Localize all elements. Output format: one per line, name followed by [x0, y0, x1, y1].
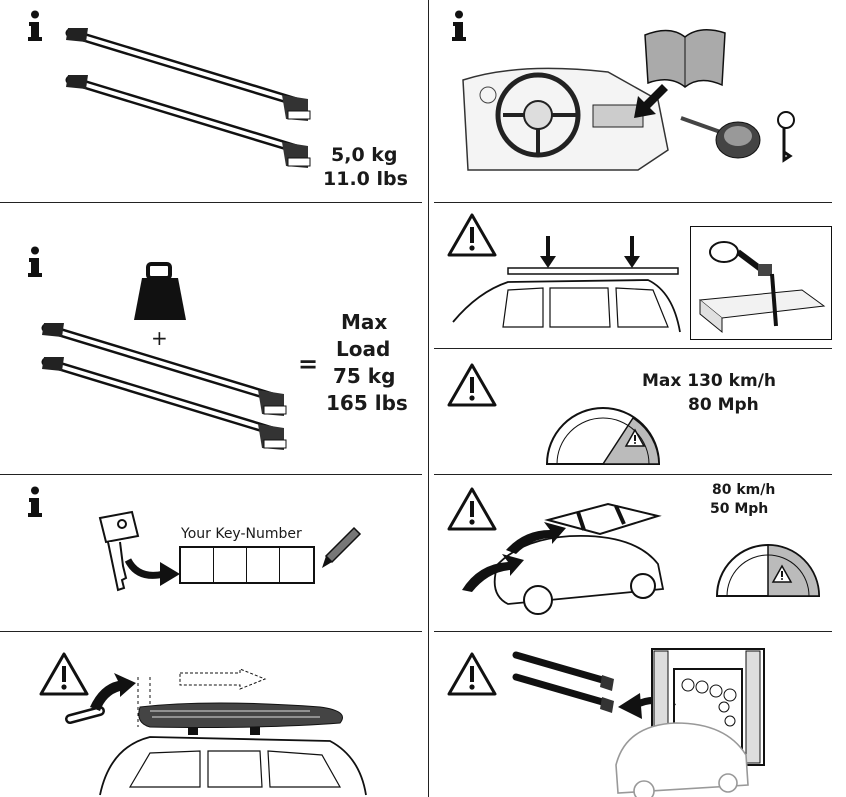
speed-load-kmh: 80 km/h	[712, 482, 776, 498]
speedometer-icon	[715, 544, 821, 597]
left-divider-3	[0, 631, 422, 632]
max-load-panel: + = Max Load 75 kg 165 lbs	[0, 202, 428, 474]
warning-icon	[447, 487, 497, 531]
max-load-kg: 75 kg	[333, 364, 396, 388]
bars-weight-panel: 5,0 kg 11.0 lbs	[0, 0, 428, 202]
key-number-field[interactable]	[179, 546, 315, 584]
pen-icon	[322, 526, 362, 568]
max-load-line2: Load	[336, 337, 391, 361]
weight-icon	[134, 262, 186, 320]
roof-bar-lower	[65, 75, 311, 168]
speed-max-kmh: Max 130 km/h	[642, 371, 777, 391]
plus-sign: +	[151, 326, 168, 350]
roof-bar-upper	[41, 323, 287, 416]
equals-sign: =	[298, 350, 319, 378]
strap-panel	[428, 202, 846, 348]
left-divider-1	[0, 202, 422, 203]
car-wash-illustration	[615, 648, 765, 797]
key-number-cell[interactable]	[181, 548, 214, 582]
removed-bars-icon	[512, 651, 614, 713]
left-divider-2	[0, 474, 422, 475]
roof-box-illustration	[65, 668, 367, 796]
speed-load-mph: 50 Mph	[710, 501, 769, 517]
car-roof-illustration	[452, 236, 681, 333]
roof-bar-lower	[41, 357, 287, 450]
car-load-illustration	[462, 502, 665, 615]
speed-max-panel: Max 130 km/h 80 Mph	[428, 348, 846, 474]
car-wash-panel	[428, 631, 846, 797]
bars-weight-lbs: 11.0 lbs	[323, 168, 408, 190]
key-number-panel: Your Key-Number	[0, 474, 428, 631]
key-number-cell[interactable]	[214, 548, 247, 582]
right-divider-2	[434, 348, 832, 349]
strap-illustration	[698, 241, 826, 334]
warning-icon	[447, 213, 497, 257]
strap-detail-frame	[690, 226, 832, 340]
info-icon	[28, 486, 42, 517]
dashboard-illustration	[462, 67, 669, 171]
speed-max-mph: 80 Mph	[688, 395, 759, 415]
bars-weight-kg: 5,0 kg	[331, 144, 398, 166]
info-icon	[28, 10, 42, 41]
speed-load-panel: 80 km/h 50 Mph	[428, 474, 846, 631]
manual-book-icon	[644, 29, 726, 88]
key-number-cell[interactable]	[280, 548, 313, 582]
warning-icon	[447, 652, 497, 696]
warning-icon	[447, 363, 497, 407]
arrow-right-icon	[124, 558, 180, 586]
right-divider-1	[434, 202, 832, 203]
roof-bar-upper	[65, 28, 311, 121]
key-icon	[98, 510, 140, 592]
arrow-down-icon	[634, 84, 668, 118]
right-divider-3	[434, 474, 832, 475]
key-number-caption: Your Key-Number	[181, 526, 302, 542]
info-icon	[28, 246, 42, 277]
speedometer-icon	[545, 407, 661, 465]
max-load-line1: Max	[341, 310, 388, 334]
warning-icon	[39, 652, 89, 696]
manual-panel	[428, 0, 846, 202]
info-icon	[452, 10, 466, 41]
center-divider	[428, 0, 429, 797]
key-number-cell[interactable]	[247, 548, 280, 582]
right-divider-4	[434, 631, 832, 632]
roof-box-panel	[0, 631, 428, 797]
max-load-lbs: 165 lbs	[326, 391, 408, 415]
tool-key-icon	[680, 111, 795, 163]
